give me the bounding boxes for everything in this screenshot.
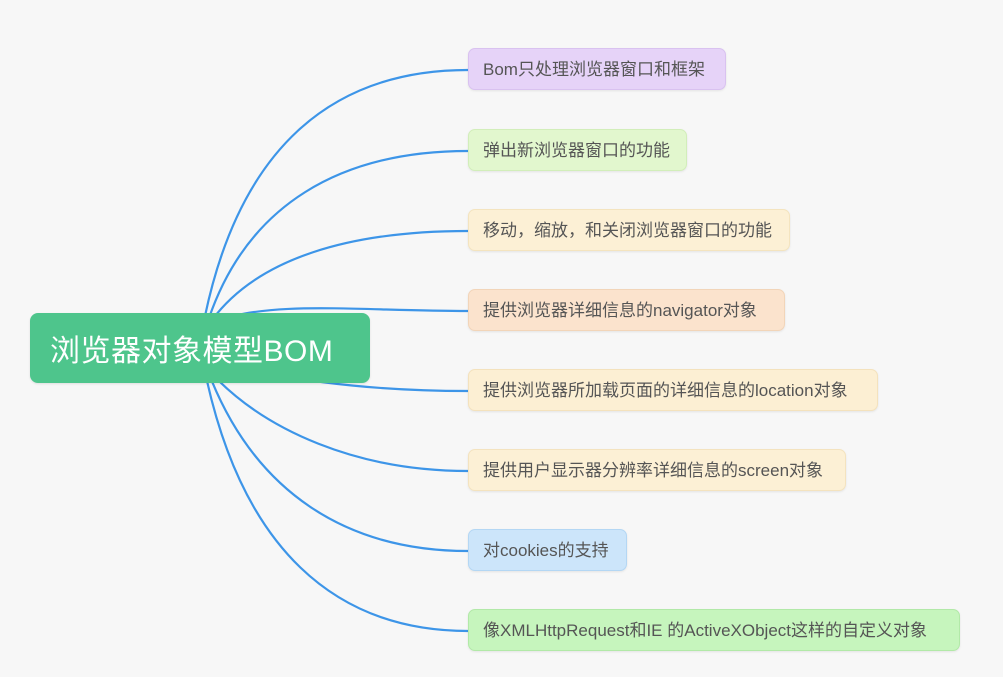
root-node-label: 浏览器对象模型BOM xyxy=(50,335,334,368)
branch-node-6-label: 提供用户显示器分辨率详细信息的screen对象 xyxy=(483,460,824,480)
branch-node-8[interactable]: 像XMLHttpRequest和IE 的ActiveXObject这样的自定义对… xyxy=(468,609,960,651)
branch-node-5-label: 提供浏览器所加载页面的详细信息的location对象 xyxy=(483,380,848,400)
branch-node-1-label: Bom只处理浏览器窗口和框架 xyxy=(483,59,705,79)
connector-line-3 xyxy=(210,229,470,322)
branch-node-3-label: 移动，缩放，和关闭浏览器窗口的功能 xyxy=(483,220,772,240)
branch-node-2[interactable]: 弹出新浏览器窗口的功能 xyxy=(468,129,687,171)
connector-line-1 xyxy=(203,68,470,318)
branch-node-3[interactable]: 移动，缩放，和关闭浏览器窗口的功能 xyxy=(468,209,790,251)
connector-line-8 xyxy=(205,379,470,633)
branch-node-2-label: 弹出新浏览器窗口的功能 xyxy=(483,140,670,160)
connector-line-6 xyxy=(212,374,470,473)
branch-node-4-label: 提供浏览器详细信息的navigator对象 xyxy=(483,300,757,320)
root-node[interactable]: 浏览器对象模型BOM xyxy=(30,313,370,383)
branch-node-5[interactable]: 提供浏览器所加载页面的详细信息的location对象 xyxy=(468,369,878,411)
connector-line-2 xyxy=(207,149,470,320)
branch-node-7[interactable]: 对cookies的支持 xyxy=(468,529,627,571)
connector-line-7 xyxy=(209,377,470,553)
branch-node-6[interactable]: 提供用户显示器分辨率详细信息的screen对象 xyxy=(468,449,846,491)
branch-node-8-label: 像XMLHttpRequest和IE 的ActiveXObject这样的自定义对… xyxy=(483,620,927,640)
branch-node-4[interactable]: 提供浏览器详细信息的navigator对象 xyxy=(468,289,785,331)
branch-node-7-label: 对cookies的支持 xyxy=(483,540,609,560)
branch-node-1[interactable]: Bom只处理浏览器窗口和框架 xyxy=(468,48,726,90)
